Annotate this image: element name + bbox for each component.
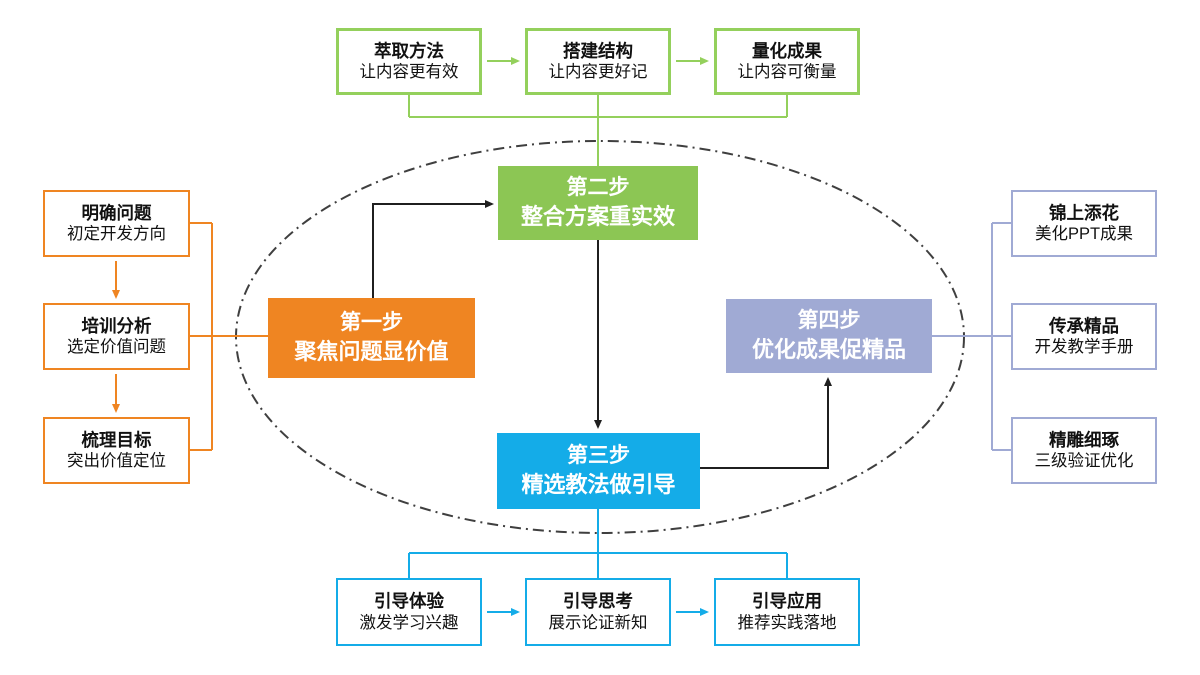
box-subtitle: 三级验证优化	[1034, 452, 1134, 471]
box-title: 明确问题	[81, 202, 152, 223]
connector-step3-to-bottom-row	[408, 509, 788, 578]
step-title: 整合方案重实效	[520, 204, 675, 230]
box-title: 精雕细琢	[1049, 429, 1119, 450]
step-label: 第三步	[567, 443, 630, 467]
connector-step4-to-right-column	[932, 222, 1011, 451]
box-title: 搭建结构	[563, 40, 633, 61]
step-title: 优化成果促精品	[751, 337, 906, 363]
box-subtitle: 让内容更好记	[548, 63, 648, 82]
box-subtitle: 选定价值问题	[67, 338, 166, 357]
box-training-analysis: 培训分析 选定价值问题	[43, 303, 190, 370]
step1-box: 第一步 聚焦问题显价值	[268, 298, 475, 378]
box-organize-goals: 梳理目标 突出价值定位	[43, 417, 190, 484]
box-icing-on-cake: 锦上添花 美化PPT成果	[1011, 190, 1157, 257]
step3-box: 第三步 精选教法做引导	[497, 433, 700, 509]
box-title: 引导体验	[374, 591, 444, 612]
step2-box: 第二步 整合方案重实效	[498, 166, 698, 240]
box-subtitle: 突出价值定位	[67, 452, 166, 471]
connector-top-row-to-step2	[408, 95, 788, 167]
box-title: 传承精品	[1049, 315, 1119, 336]
box-title: 培训分析	[81, 315, 152, 336]
box-clarify-problem: 明确问题 初定开发方向	[43, 190, 190, 257]
box-inherit-quality: 传承精品 开发教学手册	[1011, 303, 1157, 370]
arrow-step1-to-step2	[372, 200, 494, 298]
box-extract-methods: 萃取方法 让内容更有效	[336, 28, 482, 95]
step4-box: 第四步 优化成果促精品	[726, 299, 932, 373]
box-fine-polish: 精雕细琢 三级验证优化	[1011, 417, 1157, 484]
box-quantify-results: 量化成果 让内容可衡量	[714, 28, 860, 95]
box-subtitle: 开发教学手册	[1034, 338, 1134, 357]
box-subtitle: 推荐实践落地	[737, 613, 837, 632]
box-title: 量化成果	[752, 40, 822, 61]
step-label: 第二步	[566, 175, 630, 199]
box-title: 引导思考	[563, 591, 633, 612]
box-build-structure: 搭建结构 让内容更好记	[525, 28, 671, 95]
box-subtitle: 初定开发方向	[67, 225, 166, 244]
step-label: 第四步	[797, 308, 861, 332]
step-title: 聚焦问题显价值	[294, 339, 449, 365]
box-guide-application: 引导应用 推荐实践落地	[714, 578, 860, 646]
box-guide-experience: 引导体验 激发学习兴趣	[336, 578, 482, 646]
arrow-step3-to-step4	[700, 377, 832, 469]
box-title: 萃取方法	[374, 40, 444, 61]
box-subtitle: 让内容更有效	[359, 63, 459, 82]
box-title: 引导应用	[752, 591, 822, 612]
box-guide-thinking: 引导思考 展示论证新知	[525, 578, 671, 646]
box-subtitle: 让内容可衡量	[737, 63, 837, 82]
box-subtitle: 展示论证新知	[548, 613, 648, 632]
box-title: 锦上添花	[1049, 202, 1119, 223]
connector-left-column-to-step1	[190, 222, 268, 451]
box-subtitle: 激发学习兴趣	[359, 613, 459, 632]
box-subtitle: 美化PPT成果	[1034, 225, 1134, 244]
box-title: 梳理目标	[81, 429, 152, 450]
step-label: 第一步	[340, 310, 403, 334]
step-title: 精选教法做引导	[521, 472, 676, 498]
